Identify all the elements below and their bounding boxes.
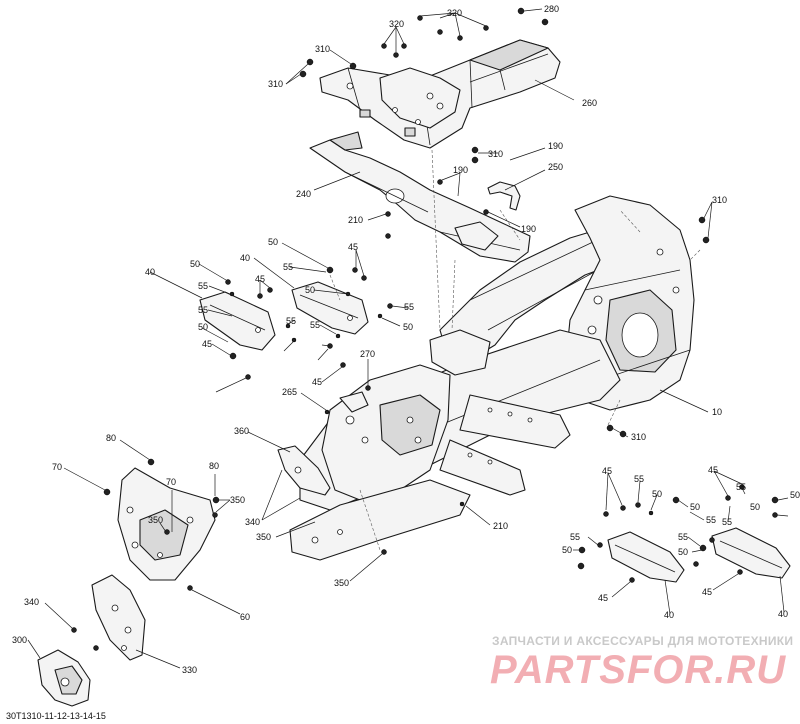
callout-320: 320 [389, 19, 404, 29]
callout-50: 50 [678, 547, 688, 557]
callout-55: 55 [678, 532, 688, 542]
plate-330 [91, 574, 146, 661]
callout-40: 40 [240, 253, 250, 263]
callout-50: 50 [403, 322, 413, 332]
callout-320: 320 [447, 8, 462, 18]
callout-300: 300 [12, 635, 27, 645]
footrest-bracket-40-right-a [607, 531, 685, 583]
callout-50: 50 [305, 285, 315, 295]
callout-55: 55 [634, 474, 644, 484]
watermark-tagline: ЗАПЧАСТИ И АКСЕССУАРЫ ДЛЯ МОТОТЕХНИКИ [492, 634, 794, 648]
callout-310: 310 [631, 432, 646, 442]
hitch-bracket-60 [117, 467, 216, 581]
callout-190: 190 [548, 141, 563, 151]
leader-lines [27, 8, 789, 669]
callout-45: 45 [202, 339, 212, 349]
callout-330: 330 [182, 665, 197, 675]
callout-310: 310 [268, 79, 283, 89]
callout-45: 45 [348, 242, 358, 252]
callout-10: 10 [712, 407, 722, 417]
callout-260: 260 [582, 98, 597, 108]
main-frame-10 [289, 195, 695, 561]
callout-80: 80 [106, 433, 116, 443]
callout-350: 350 [334, 578, 349, 588]
callout-55: 55 [198, 305, 208, 315]
rear-cross-member-260 [319, 39, 561, 149]
callout-340: 340 [24, 597, 39, 607]
callout-350: 350 [230, 495, 245, 505]
callout-240: 240 [296, 189, 311, 199]
callout-190: 190 [453, 165, 468, 175]
small-bracket-250 [487, 181, 521, 211]
callout-50: 50 [198, 322, 208, 332]
callout-270: 270 [360, 349, 375, 359]
callout-50: 50 [790, 490, 800, 500]
callout-350: 350 [148, 515, 163, 525]
callout-40: 40 [778, 609, 788, 619]
watermark-logo: PARTSFOR.RU [490, 648, 787, 692]
callout-190: 190 [521, 224, 536, 234]
callout-310: 310 [712, 195, 727, 205]
diagram-reference-code: 30T1310-11-12-13-14-15 [6, 711, 106, 721]
callout-labels: 280 320 320 310 310 260 310 190 250 190 … [12, 4, 800, 675]
footrest-bracket-40-left-b [291, 281, 369, 335]
callout-55: 55 [736, 482, 746, 492]
assembly-lines [329, 149, 701, 551]
callout-310: 310 [315, 44, 330, 54]
callout-55: 55 [198, 281, 208, 291]
callout-55: 55 [722, 517, 732, 527]
callout-210: 210 [493, 521, 508, 531]
callout-50: 50 [652, 489, 662, 499]
callout-45: 45 [598, 593, 608, 603]
callout-250: 250 [548, 162, 563, 172]
bracket-360 [277, 445, 331, 496]
callout-40: 40 [145, 267, 155, 277]
callout-50: 50 [690, 502, 700, 512]
tow-hook-300 [37, 649, 91, 707]
callout-40: 40 [664, 610, 674, 620]
callout-360: 360 [234, 426, 249, 436]
callout-55: 55 [286, 316, 296, 326]
callout-45: 45 [602, 466, 612, 476]
callout-80: 80 [209, 461, 219, 471]
callout-70: 70 [52, 462, 62, 472]
callout-55: 55 [570, 532, 580, 542]
callout-45: 45 [255, 274, 265, 284]
callout-45: 45 [708, 465, 718, 475]
callout-310: 310 [488, 149, 503, 159]
callout-350: 350 [256, 532, 271, 542]
callout-265: 265 [282, 387, 297, 397]
callout-55: 55 [404, 302, 414, 312]
callout-280: 280 [544, 4, 559, 14]
upper-bracket-240 [309, 131, 531, 263]
callout-50: 50 [190, 259, 200, 269]
callout-70: 70 [166, 477, 176, 487]
callout-45: 45 [312, 377, 322, 387]
callout-50: 50 [750, 502, 760, 512]
callout-60: 60 [240, 612, 250, 622]
callout-55: 55 [283, 262, 293, 272]
callout-50: 50 [562, 545, 572, 555]
callout-55: 55 [310, 320, 320, 330]
footrest-bracket-40-right-b [711, 527, 791, 579]
callout-340: 340 [245, 517, 260, 527]
callout-45: 45 [702, 587, 712, 597]
callout-210: 210 [348, 215, 363, 225]
callout-55: 55 [706, 515, 716, 525]
callout-50: 50 [268, 237, 278, 247]
